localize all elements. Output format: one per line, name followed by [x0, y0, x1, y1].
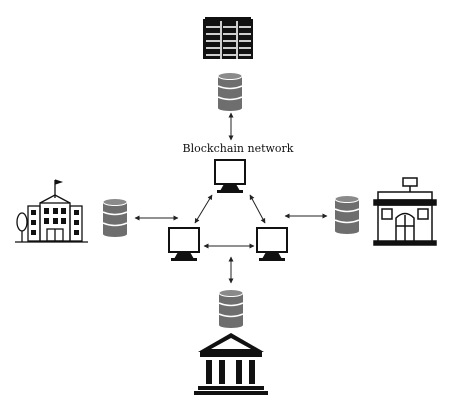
database-icon-right: [334, 194, 360, 235]
computer-icon-right: [256, 227, 288, 262]
database-icon-top: [217, 71, 243, 112]
computer-icon-left: [168, 227, 200, 262]
bank-building-icon: [194, 333, 268, 395]
server-rack-icon: [203, 17, 253, 59]
arrow-top-right: [249, 194, 266, 224]
storefront-icon: [373, 177, 437, 246]
school-building-icon: [15, 179, 88, 243]
computer-icon-top: [214, 159, 246, 194]
network-label: Blockchain network: [183, 142, 294, 155]
database-icon-bottom: [218, 288, 244, 329]
arrow-top-left: [194, 194, 213, 224]
database-icon-left: [102, 197, 128, 238]
